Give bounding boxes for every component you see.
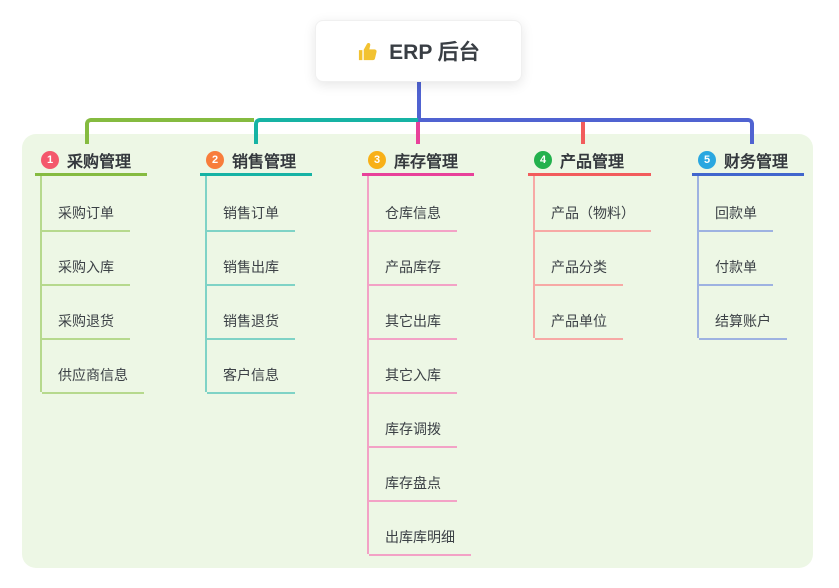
child-row: 出库库明细 [369,500,474,556]
child-row: 库存盘点 [369,446,474,502]
child-node[interactable]: 库存调拨 [369,421,457,448]
child-row: 销售订单 [207,176,312,232]
branch-sales: 2 销售管理 销售订单销售出库销售退货客户信息 [200,146,313,394]
child-node[interactable]: 销售出库 [207,259,295,286]
child-node[interactable]: 销售退货 [207,313,295,340]
branch-3-drop-line [416,122,420,144]
child-node[interactable]: 其它出库 [369,313,457,340]
child-node[interactable]: 结算账户 [699,313,787,340]
child-node[interactable]: 采购退货 [42,313,130,340]
child-row: 客户信息 [207,338,312,394]
branch-finance-children: 回款单付款单结算账户 [697,176,804,340]
badge-3: 3 [368,150,386,169]
child-row: 产品单位 [535,284,651,340]
branch-purchase-header[interactable]: 1 采购管理 [35,146,148,176]
child-row: 采购退货 [42,284,147,340]
branch-4-drop-line [581,122,585,144]
branch-inventory-children: 仓库信息产品库存其它出库其它入库库存调拨库存盘点出库库明细 [367,176,474,556]
root-connector-line [417,82,421,122]
branch-product-label: 产品管理 [560,153,625,171]
child-node[interactable]: 客户信息 [207,367,295,394]
child-row: 付款单 [699,230,804,286]
child-row: 其它入库 [369,338,474,394]
child-row: 仓库信息 [369,176,474,232]
child-row: 采购订单 [42,176,147,232]
branch-product-header[interactable]: 4 产品管理 [528,146,651,176]
child-row: 供应商信息 [42,338,147,394]
bus-segment-2 [254,118,418,144]
child-row: 库存调拨 [369,392,474,448]
child-row: 产品分类 [535,230,651,286]
branches-panel [22,134,813,568]
branch-sales-header[interactable]: 2 销售管理 [200,146,313,176]
badge-1: 1 [41,150,59,169]
child-node[interactable]: 销售订单 [207,205,295,232]
child-node[interactable]: 回款单 [699,205,773,232]
badge-2: 2 [206,150,224,169]
branch-product-children: 产品（物料） 产品分类产品单位 [533,176,651,340]
branch-sales-children: 销售订单销售出库销售退货客户信息 [205,176,312,394]
branch-finance-header[interactable]: 5 财务管理 [692,146,805,176]
branch-inventory-header[interactable]: 3 库存管理 [362,146,475,176]
thumbs-up-icon [357,40,380,63]
badge-5: 5 [698,150,716,169]
root-node[interactable]: ERP 后台 [315,20,522,82]
bus-segment-1 [85,118,254,144]
branch-inventory: 3 库存管理 仓库信息产品库存其它出库其它入库库存调拨库存盘点出库库明细 [362,146,475,556]
child-node[interactable]: 产品分类 [535,259,623,286]
branch-purchase-label: 采购管理 [67,153,132,171]
child-row: 其它出库 [369,284,474,340]
root-node-label: ERP 后台 [389,41,480,64]
child-node[interactable]: 付款单 [699,259,773,286]
branch-sales-label: 销售管理 [232,153,297,171]
child-node[interactable]: 产品库存 [369,259,457,286]
child-node[interactable]: 仓库信息 [369,205,457,232]
branch-purchase: 1 采购管理 采购订单采购入库采购退货供应商信息 [35,146,148,394]
child-row: 销售出库 [207,230,312,286]
child-row: 采购入库 [42,230,147,286]
child-node[interactable]: 采购入库 [42,259,130,286]
badge-4: 4 [534,150,552,169]
bus-segment-3 [418,118,754,144]
child-node[interactable]: 产品（物料） [535,205,651,232]
child-node[interactable]: 采购订单 [42,205,130,232]
child-row: 产品（物料） [535,176,651,232]
child-row: 回款单 [699,176,804,232]
child-row: 销售退货 [207,284,312,340]
branch-inventory-label: 库存管理 [394,153,459,171]
child-node[interactable]: 其它入库 [369,367,457,394]
branch-finance: 5 财务管理 回款单付款单结算账户 [692,146,805,340]
branch-finance-label: 财务管理 [724,153,789,171]
child-node[interactable]: 出库库明细 [369,529,471,556]
child-node[interactable]: 库存盘点 [369,475,457,502]
child-node[interactable]: 产品单位 [535,313,623,340]
child-row: 产品库存 [369,230,474,286]
child-node[interactable]: 供应商信息 [42,367,144,394]
child-row: 结算账户 [699,284,804,340]
branch-purchase-children: 采购订单采购入库采购退货供应商信息 [40,176,147,394]
branch-product: 4 产品管理 产品（物料） 产品分类产品单位 [528,146,651,340]
